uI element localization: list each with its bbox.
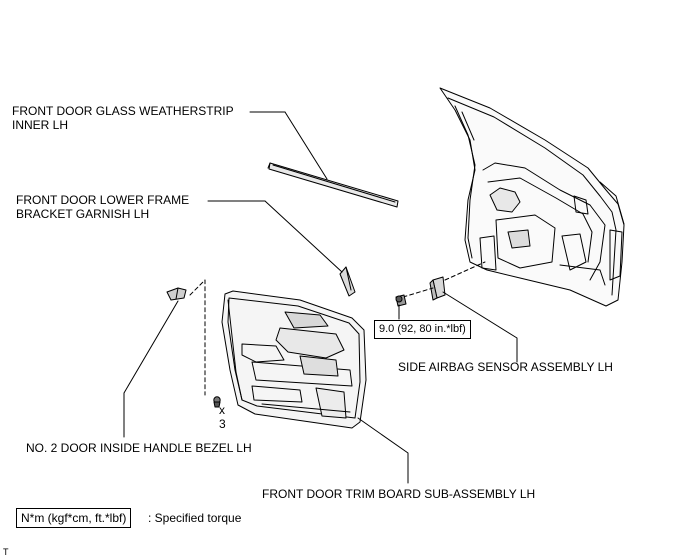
legend-description: : Specified torque [148, 511, 242, 525]
door-panel-part [439, 87, 625, 307]
airbag-sensor-part [429, 276, 446, 301]
garnish-label-line1: FRONT DOOR LOWER FRAME [16, 193, 190, 207]
torque-value-box: 9.0 (92, 80 in.*lbf) [374, 320, 471, 339]
airbag-dashed-line-2 [444, 261, 486, 281]
trim-board-leader [357, 417, 409, 484]
clip-multiplier-label: x [219, 403, 225, 417]
bezel-leader [123, 300, 179, 438]
garnish-leader-diag [264, 200, 343, 273]
airbag-leader [442, 291, 518, 363]
bolt-part [395, 294, 407, 307]
legend-unit-box: N*m (kgf*cm, ft.*lbf) [16, 508, 132, 528]
garnish-part [339, 266, 356, 297]
airbag-sensor-label: SIDE AIRBAG SENSOR ASSEMBLY LH [398, 360, 613, 374]
trim-board-label: FRONT DOOR TRIM BOARD SUB-ASSEMBLY LH [262, 487, 536, 501]
handle-bezel-label: NO. 2 DOOR INSIDE HANDLE BEZEL LH [26, 441, 252, 455]
clip-part [213, 396, 221, 408]
weatherstrip-label-line1: FRONT DOOR GLASS WEATHERSTRIP [12, 104, 234, 118]
weatherstrip-leader-diag [284, 111, 328, 180]
handle-bezel-part [166, 287, 187, 301]
bezel-dashed-guide [189, 279, 206, 396]
footer-mark: T [3, 547, 9, 557]
weatherstrip-part [267, 162, 399, 208]
garnish-label-line2: BRACKET GARNISH LH [16, 207, 150, 221]
weatherstrip-label-line2: INNER LH [12, 118, 69, 132]
airbag-dashed-line [402, 287, 434, 298]
clip-count-label: 3 [219, 417, 226, 431]
trim-board-part [221, 290, 367, 429]
